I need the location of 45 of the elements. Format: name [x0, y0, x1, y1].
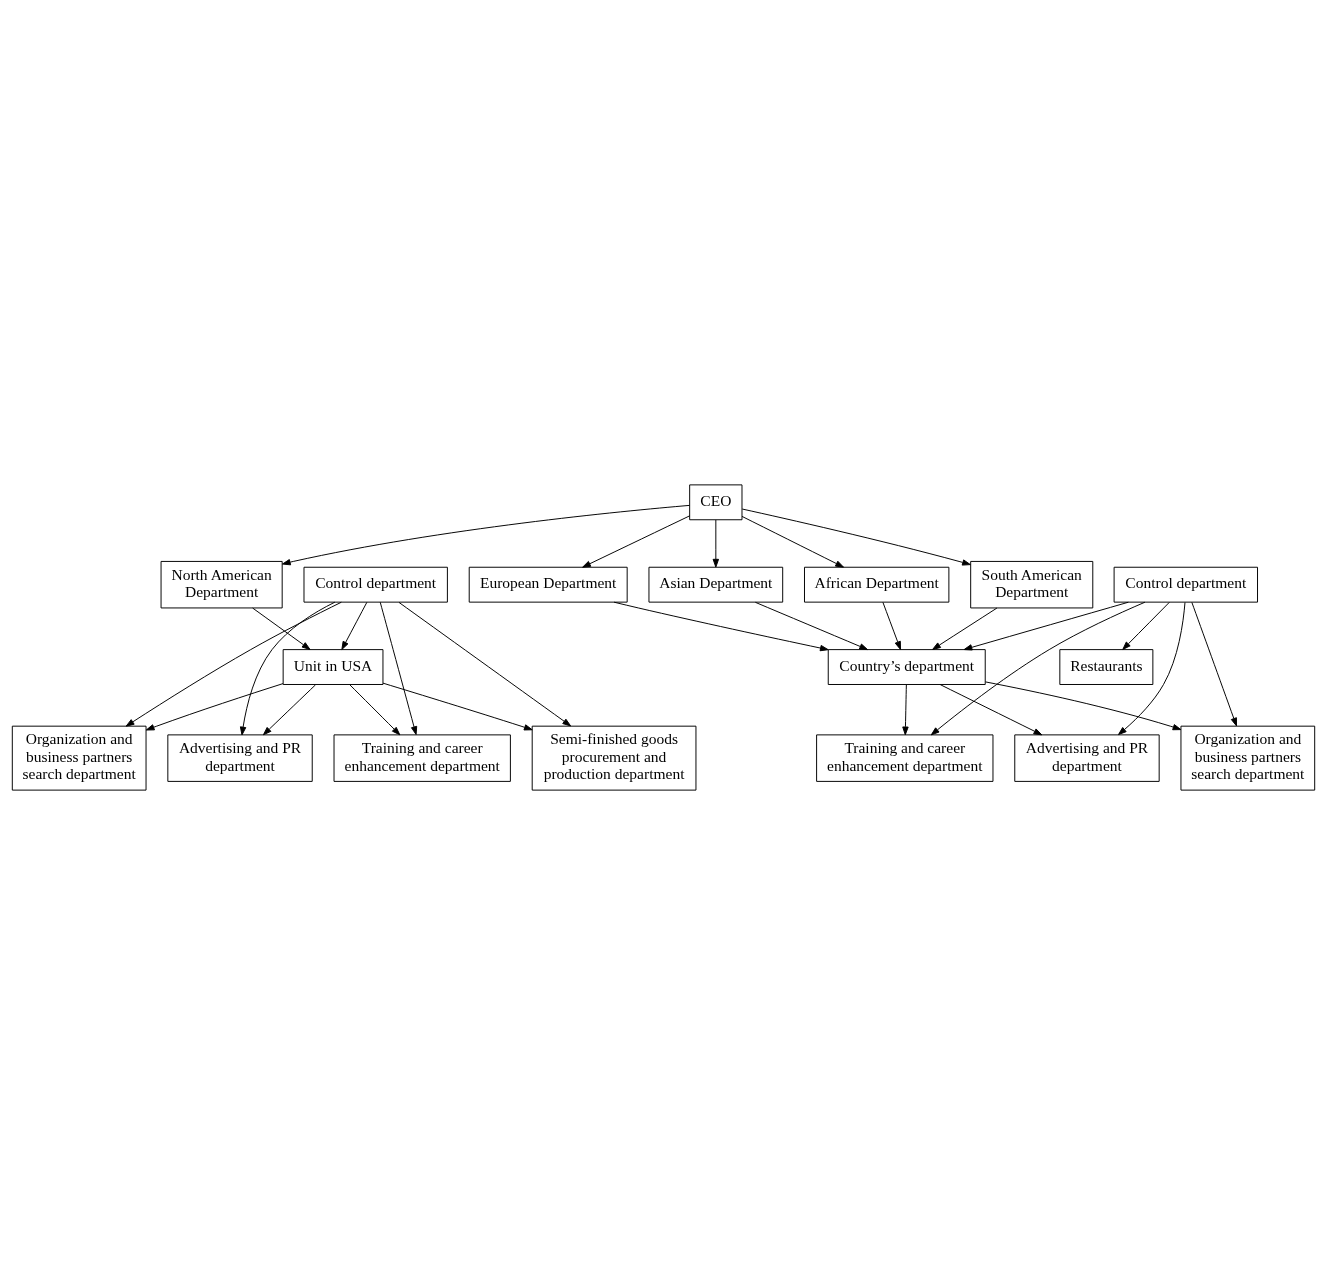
arrow [939, 683, 1043, 735]
arrow [741, 508, 971, 566]
arrow [382, 682, 533, 730]
arrow [239, 601, 336, 735]
node-box: Control department [303, 566, 448, 603]
node-box: Control department [1113, 566, 1258, 603]
arrow [963, 601, 1129, 650]
node-box: Semi-finished goods procurement and production department [531, 725, 697, 791]
arrow [145, 682, 284, 730]
node-box: North American Department [160, 560, 283, 608]
arrow [281, 504, 691, 565]
arrow [1118, 601, 1186, 735]
arrow [712, 518, 720, 568]
arrow [125, 601, 342, 727]
arrow [902, 683, 909, 735]
node-box: Training and career enhancement department [333, 733, 511, 782]
node-box: European Department [468, 566, 628, 603]
arrow [1191, 601, 1237, 726]
node-box: Advertising and PR department [167, 733, 313, 782]
arrow [882, 601, 901, 650]
arrow [613, 601, 829, 651]
arrow [930, 601, 1146, 735]
node-box: Restaurants [1059, 648, 1154, 685]
node-box: African Department [804, 566, 950, 603]
arrow [741, 515, 844, 568]
node-box: Advertising and PR department [1014, 733, 1160, 782]
node-box: Unit in USA [282, 648, 384, 685]
arrow [754, 601, 869, 650]
node-box: South American Department [970, 560, 1094, 608]
node-box: CEO [689, 483, 743, 520]
node-box: Training and career enhancement department [816, 733, 994, 782]
node-box: Organization and business partners search department [1180, 725, 1316, 791]
arrow [349, 683, 401, 735]
arrow [341, 601, 368, 650]
arrow [932, 607, 998, 650]
arrow [252, 607, 311, 650]
node-box: Country’s department [827, 648, 986, 685]
arrow [984, 680, 1182, 730]
arrow [582, 514, 691, 568]
arrow [379, 601, 418, 735]
node-box: Organization and business partners search department [11, 725, 147, 791]
arrow [1122, 601, 1170, 650]
arrow [398, 601, 572, 726]
node-box: Asian Department [648, 566, 784, 603]
arrow [262, 683, 317, 735]
